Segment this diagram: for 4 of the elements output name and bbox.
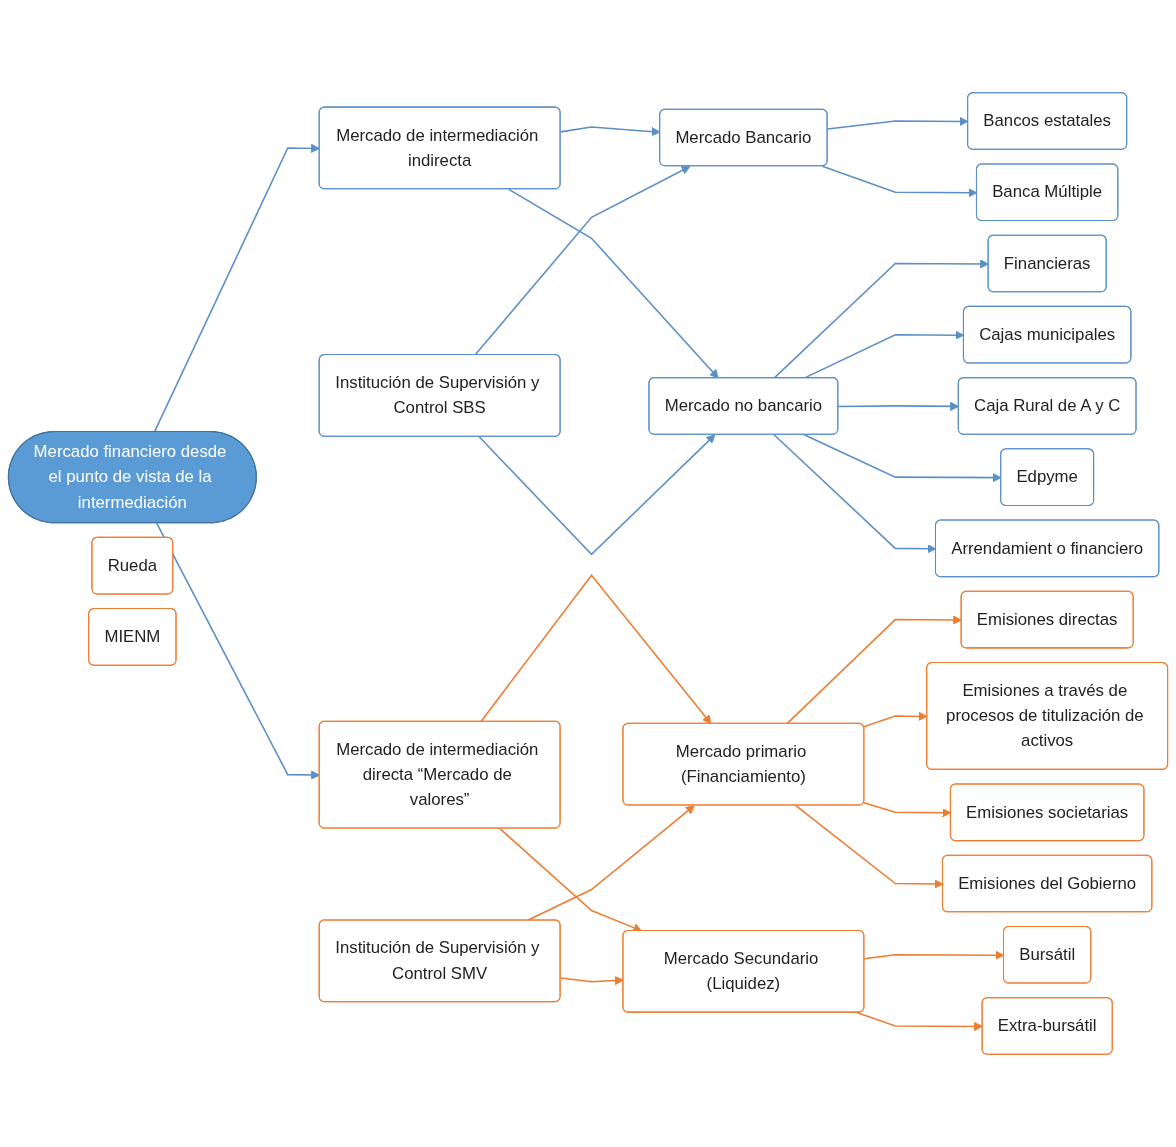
arrow	[480, 574, 712, 725]
arrow	[508, 188, 719, 379]
arrow	[474, 165, 691, 356]
arrow	[478, 434, 716, 556]
